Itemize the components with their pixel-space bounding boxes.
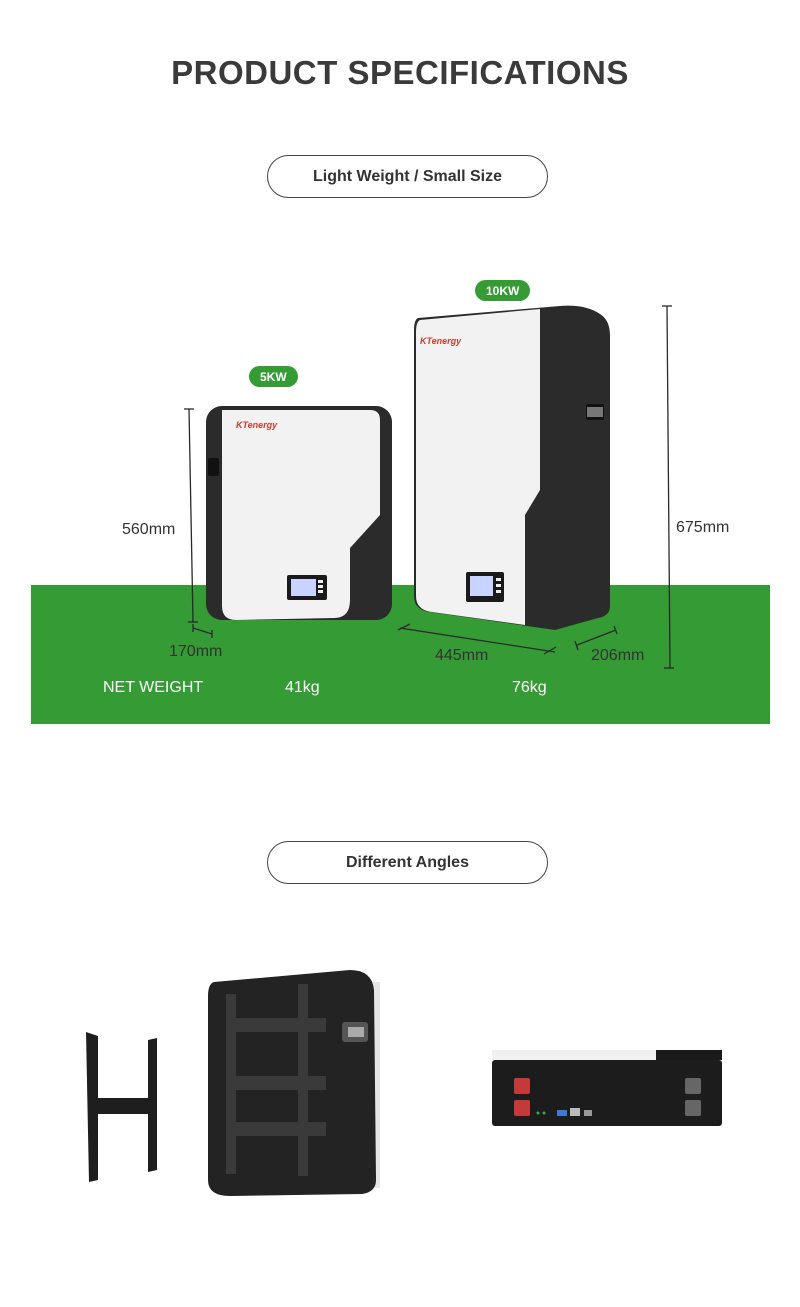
dimension-lines bbox=[184, 305, 674, 669]
section-pill-different-angles: Different Angles bbox=[267, 841, 548, 884]
battery-10kw-image bbox=[414, 305, 610, 630]
brand-logo-10kw: KTenergy bbox=[420, 336, 462, 346]
section-pill-light-weight: Light Weight / Small Size bbox=[267, 155, 548, 198]
battery-back-view-image bbox=[208, 970, 380, 1196]
net-weight-10kw: 76kg bbox=[512, 679, 547, 696]
net-weight-label: NET WEIGHT bbox=[103, 679, 204, 696]
net-weight-5kw: 41kg bbox=[285, 679, 320, 696]
dim-height-10kw: 675mm bbox=[676, 519, 730, 536]
page-title: PRODUCT SPECIFICATIONS bbox=[171, 54, 629, 91]
dim-depth-10kw: 206mm bbox=[591, 647, 645, 664]
dim-height-5kw: 560mm bbox=[122, 521, 176, 538]
dim-width-10kw: 445mm bbox=[435, 647, 489, 664]
battery-terminal-view-image bbox=[492, 1050, 722, 1126]
brand-logo-5kw: KTenergy bbox=[236, 420, 278, 430]
wall-bracket-image bbox=[86, 1032, 157, 1182]
dim-depth-5kw: 170mm bbox=[169, 643, 223, 660]
badge-5kw: 5KW bbox=[249, 366, 298, 387]
battery-5kw-image bbox=[206, 406, 392, 620]
badge-10kw: 10KW bbox=[475, 280, 531, 301]
net-weight-band bbox=[31, 585, 770, 724]
